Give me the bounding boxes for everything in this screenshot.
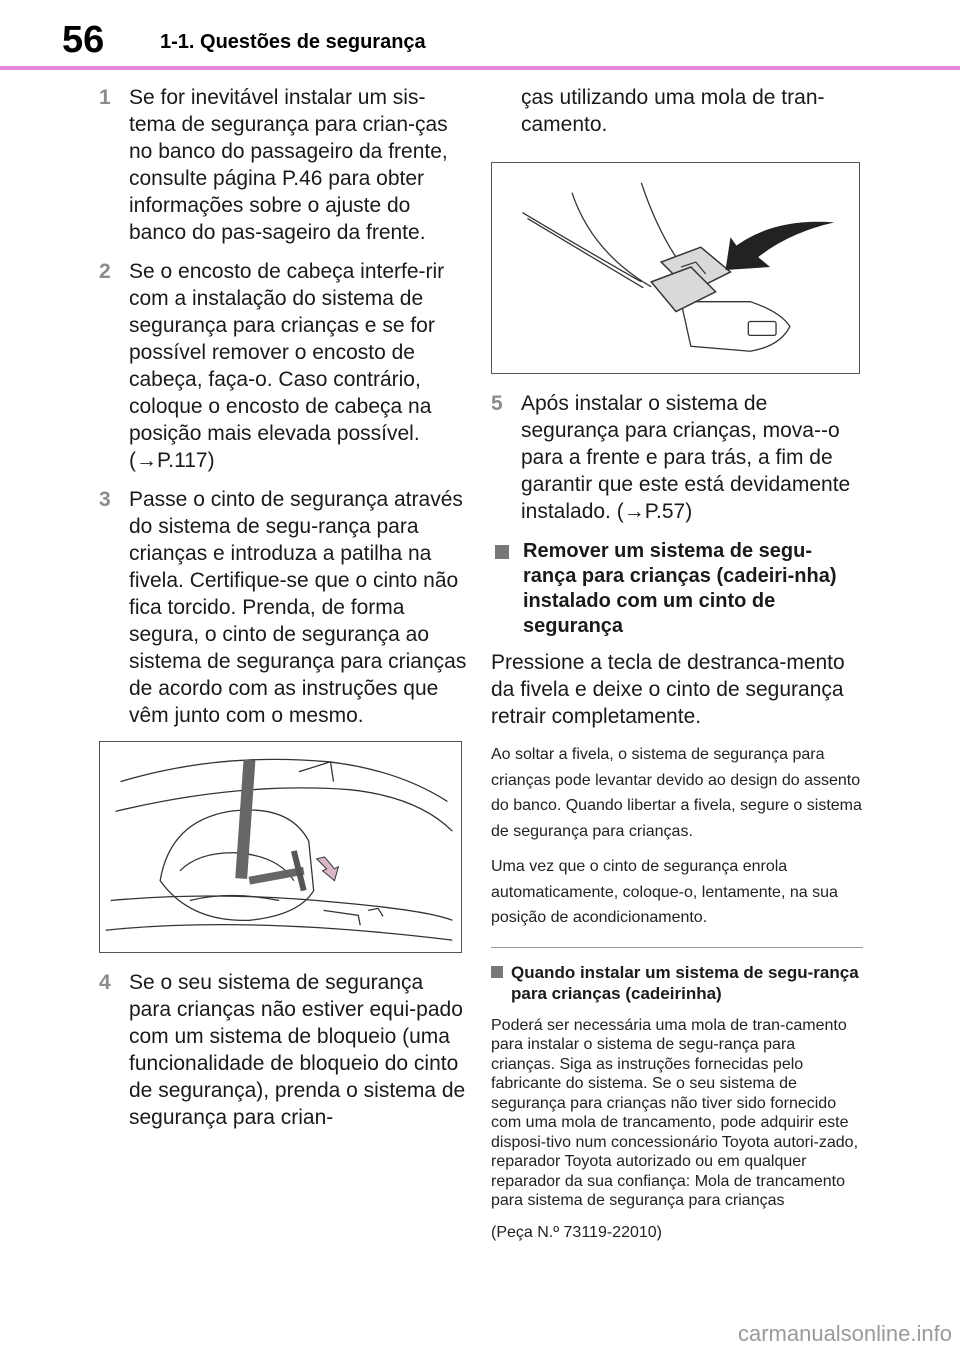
header-divider bbox=[0, 66, 960, 70]
step-text: Passe o cinto de segurança através do si… bbox=[129, 488, 467, 727]
note-heading: Quando instalar um sistema de segu-rança… bbox=[491, 962, 863, 1004]
step-text: Se o seu sistema de segurança para crian… bbox=[129, 971, 466, 1129]
step-number: 4 bbox=[99, 971, 111, 994]
section-title: Remover um sistema de segu-rança para cr… bbox=[523, 540, 837, 637]
info-paragraph-2: Uma vez que o cinto de segurança enrola … bbox=[491, 858, 838, 926]
square-bullet-icon bbox=[491, 965, 503, 978]
step-text: Se o encosto de cabeça interfe-rir com a… bbox=[129, 260, 445, 472]
note-body: Poderá ser necessária uma mola de tran-c… bbox=[491, 1016, 859, 1210]
right-column: ças utilizando uma mola de tran-camento.… bbox=[491, 84, 863, 1254]
step-number: 1 bbox=[99, 86, 111, 109]
locking-clip-illustration bbox=[491, 162, 860, 374]
child-seat-illustration bbox=[99, 741, 462, 953]
chapter-title: 1-1. Questões de segurança bbox=[160, 31, 426, 53]
step-4-continuation: ças utilizando uma mola de tran-camento. bbox=[521, 86, 825, 136]
note-title: Quando instalar um sistema de segu-rança… bbox=[511, 962, 859, 1003]
step-4: 4 Se o seu sistema de segurança para cri… bbox=[99, 969, 467, 1131]
watermark: carmanualsonline.info bbox=[737, 1321, 952, 1346]
section-divider bbox=[491, 946, 863, 948]
part-number: (Peça N.º 73119-22010) bbox=[491, 1223, 662, 1241]
page-number: 56 bbox=[62, 19, 105, 61]
locking-clip-drawing bbox=[522, 182, 835, 352]
section-heading: Remover um sistema de segu-rança para cr… bbox=[491, 539, 863, 639]
info-paragraph-1: Ao soltar a fivela, o sistema de seguran… bbox=[491, 746, 862, 840]
left-column: 1 Se for inevitável instalar um sis-tema… bbox=[99, 84, 467, 1143]
step-text: Após instalar o sistema de segurança par… bbox=[521, 392, 851, 523]
square-bullet-icon bbox=[495, 545, 509, 559]
section-body: Pressione a tecla de destranca-mento da … bbox=[491, 651, 845, 728]
step-number: 5 bbox=[491, 392, 503, 415]
step-2: 2 Se o encosto de cabeça interfe-rir com… bbox=[99, 258, 467, 474]
step-text: Se for inevitável instalar um sis-tema d… bbox=[129, 86, 448, 244]
step-1: 1 Se for inevitável instalar um sis-tema… bbox=[99, 84, 467, 246]
step-number: 3 bbox=[99, 488, 111, 511]
step-number: 2 bbox=[99, 260, 111, 283]
step-5: 5 Após instalar o sistema de segurança p… bbox=[491, 390, 863, 525]
child-seat-drawing bbox=[105, 758, 453, 941]
step-3: 3 Passe o cinto de segurança através do … bbox=[99, 486, 467, 729]
